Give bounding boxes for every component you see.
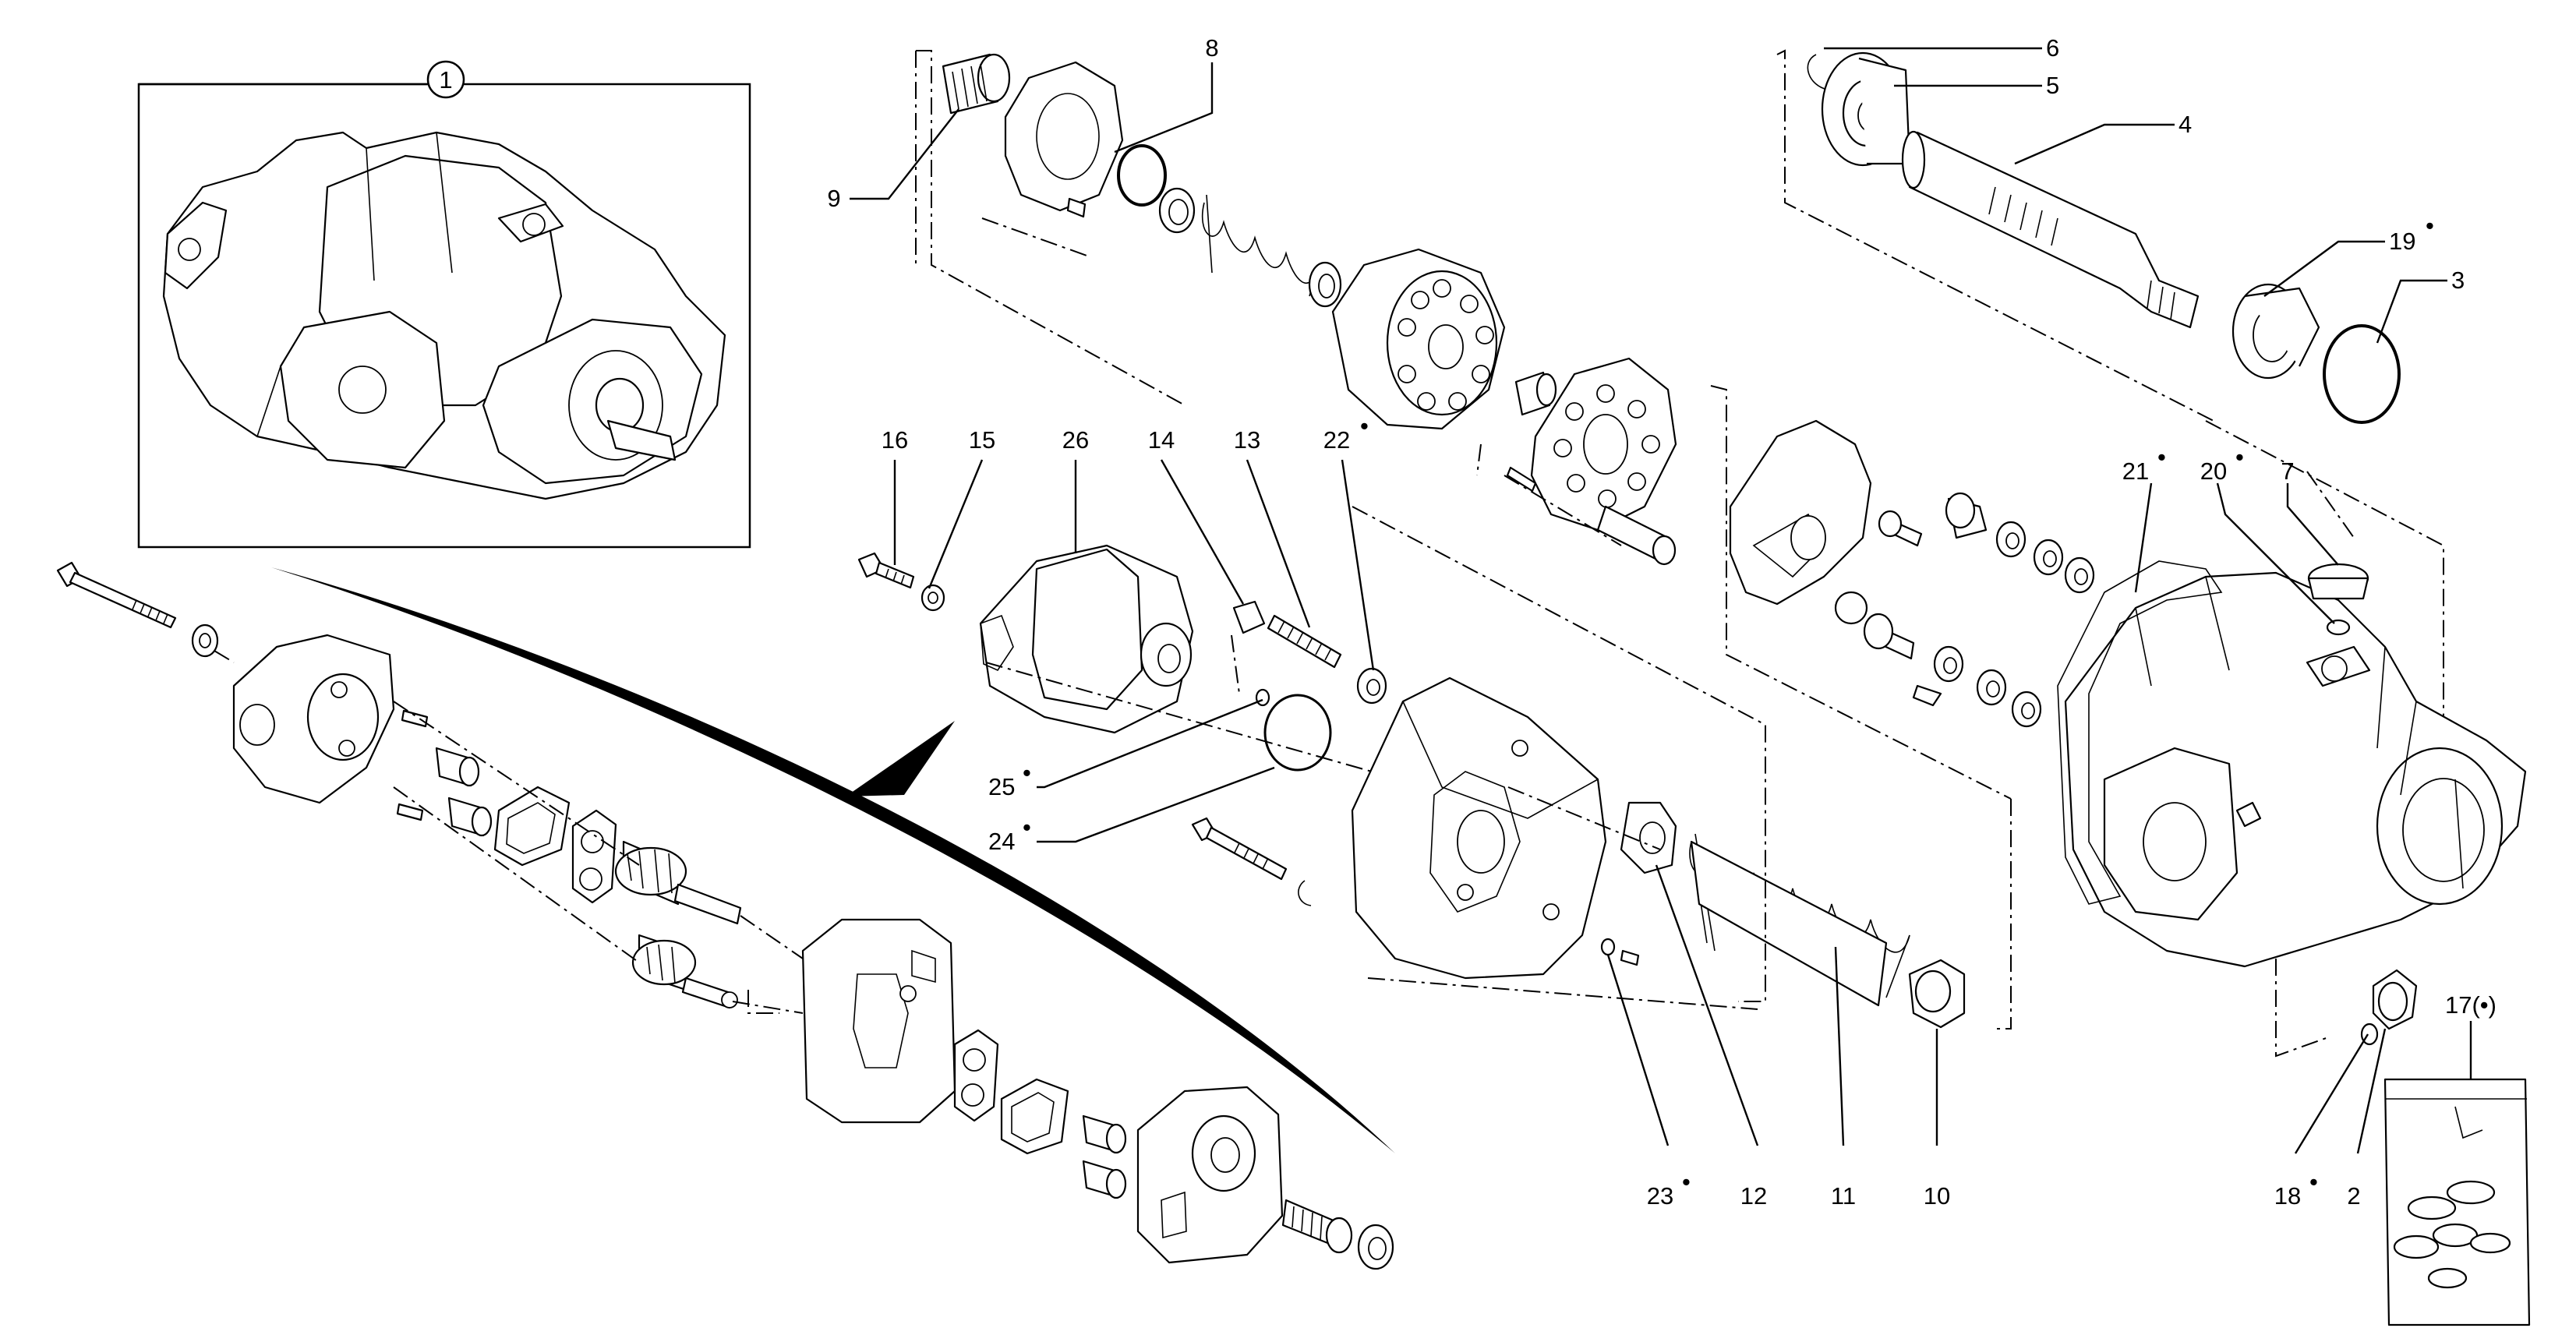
callout-14: 14	[1148, 426, 1175, 454]
shaft-seal	[2231, 283, 2320, 380]
callout-21-bullet: •	[2157, 443, 2166, 471]
gear-pump-body	[801, 918, 956, 1124]
drive-gear	[614, 840, 742, 925]
bushing	[1082, 1160, 1127, 1199]
callout-19-bullet: •	[2426, 212, 2434, 239]
leader-lines	[850, 47, 2472, 1154]
callout-5: 5	[2046, 72, 2059, 99]
callout-15: 15	[969, 426, 995, 454]
swash-plate	[1004, 61, 1124, 218]
block-spring	[1201, 194, 1318, 297]
check-valve-plate	[1729, 419, 1872, 606]
callout-22: 22	[1323, 426, 1350, 454]
callout-18: 18	[2274, 1182, 2301, 1210]
callout-23: 23	[1647, 1182, 1673, 1210]
callout-20-bullet: •	[2235, 443, 2244, 471]
callout-24: 24	[988, 828, 1015, 855]
service-kit-bag	[2383, 1078, 2531, 1326]
piston	[1596, 505, 1677, 566]
callout-19: 19	[2389, 228, 2415, 255]
callout-11: 11	[1831, 1182, 1856, 1210]
ball-bearing	[1821, 51, 1911, 167]
callout-20: 20	[2200, 457, 2227, 485]
callout-1-circle	[426, 60, 465, 99]
dowel-pin	[396, 803, 424, 821]
bushing	[435, 747, 480, 787]
callout-21: 21	[2122, 457, 2149, 485]
compression-spring	[1689, 833, 1910, 1007]
callout-10: 10	[1924, 1182, 1950, 1210]
hex-nut	[1232, 600, 1266, 634]
needle-bearing	[942, 53, 1011, 115]
large-o-ring	[1263, 694, 1332, 772]
assembly-direction-arrow	[271, 567, 1395, 1153]
callout-17: 17(•)	[2445, 991, 2496, 1019]
callout-16: 16	[882, 426, 908, 454]
wear-plate	[953, 1029, 999, 1122]
needle-bearing	[1514, 371, 1557, 416]
callout-9: 9	[827, 185, 840, 212]
small-o-ring	[1600, 938, 1616, 956]
small-o-ring	[1255, 688, 1270, 707]
check-valve-parts	[1834, 492, 2095, 728]
drive-shaft	[1901, 130, 2200, 329]
bushing	[447, 796, 493, 837]
bushing	[1082, 1114, 1127, 1154]
callout-8: 8	[1205, 34, 1218, 62]
main-pump-housing	[2064, 571, 2527, 968]
bolt	[1191, 817, 1288, 881]
assembled-pump-body	[162, 131, 726, 500]
valve-plate	[1530, 357, 1677, 532]
bolt	[857, 552, 915, 589]
dowel-pin	[401, 709, 429, 728]
retaining-ring	[2323, 324, 2401, 424]
plug	[2372, 969, 2418, 1030]
seal-plate	[493, 786, 571, 867]
plug	[2307, 563, 2369, 600]
driven-gear	[631, 934, 738, 1009]
callout-12: 12	[1740, 1182, 1767, 1210]
seal-plate	[1000, 1078, 1069, 1155]
spring-seat	[1620, 801, 1677, 874]
callout-4: 4	[2178, 111, 2192, 138]
callout-25-bullet: •	[1023, 759, 1031, 786]
callout-3: 3	[2451, 267, 2465, 294]
callout-1: 1	[439, 66, 452, 94]
callout-7: 7	[2281, 457, 2294, 485]
housing-gasket	[2057, 560, 2223, 905]
snap-ring	[1117, 144, 1167, 207]
circlip	[1807, 54, 1829, 90]
o-ring	[2326, 619, 2351, 636]
callout-18-bullet: •	[2309, 1168, 2318, 1196]
callout-6: 6	[2046, 34, 2059, 62]
callout-25: 25	[988, 773, 1015, 800]
assembled-pump-inset: 1	[137, 60, 751, 549]
long-bolt	[56, 561, 177, 629]
callout-13: 13	[1234, 426, 1260, 454]
charge-pump-assembly	[979, 544, 1194, 734]
shaft-group	[1776, 49, 2444, 819]
callout-26: 26	[1062, 426, 1089, 454]
port-plate-housing	[1351, 676, 1607, 980]
adjusting-screw	[1267, 614, 1342, 669]
gear-pump-end-cover	[232, 634, 395, 804]
retaining-clip	[1298, 880, 1312, 906]
callout-22-bullet: •	[1360, 412, 1369, 440]
cylinder-block	[1331, 248, 1506, 430]
pin	[1506, 466, 1537, 493]
callout-23-bullet: •	[1682, 1168, 1691, 1196]
callout-24-bullet: •	[1023, 814, 1031, 841]
callout-2: 2	[2347, 1182, 2360, 1210]
callout-labels: 6 5 4 19 • 3 8 9 16 15 26 14 13 22 • 25 …	[827, 34, 2496, 1210]
needle-bearing	[1281, 1199, 1353, 1254]
gear-pump-front-cover	[1136, 1086, 1284, 1264]
spring-guide-piston	[1908, 959, 1966, 1029]
gear-pump-group	[56, 561, 1394, 1270]
pin	[1620, 949, 1640, 966]
cylinder-block-group	[915, 50, 1677, 566]
